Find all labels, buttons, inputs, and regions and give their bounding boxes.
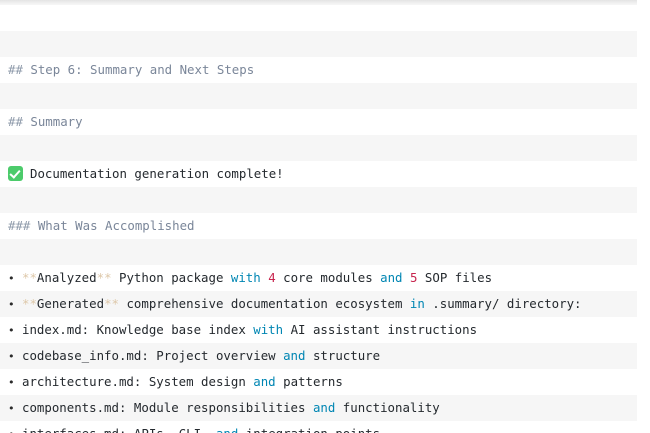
file-codebase-info-pre: codebase_info.md: Project overview	[22, 348, 284, 363]
file-architecture-pre: architecture.md: System design	[22, 374, 254, 389]
keyword-and: and	[283, 348, 306, 363]
analyzed-seg4	[403, 270, 410, 285]
heading-summary: ## Summary	[0, 57, 650, 129]
analyzed-seg3: core modules	[275, 270, 381, 285]
bullet-marker: •	[8, 422, 22, 433]
file-components-post: functionality	[335, 400, 440, 415]
list-item-analyzed: • **Analyzed** Python package with 4 core…	[0, 213, 650, 285]
analyzed-bold-text: Analyzed	[36, 270, 97, 285]
file-interfaces-pre: interfaces.md: APIs, CLI,	[22, 426, 216, 433]
keyword-with: with	[253, 322, 284, 337]
markdown-document: ## Step 6: Summary and Next Steps ## Sum…	[0, 5, 650, 433]
bullet-marker: •	[8, 376, 15, 389]
list-item-generated: •**Generated** comprehensive documentati…	[0, 239, 650, 311]
file-interfaces-post: integration points	[238, 426, 380, 433]
list-item-file-data-models: •data_models.md: SOP format and data str…	[0, 395, 650, 421]
bullet-marker: •	[8, 298, 15, 311]
bullet-marker: •	[8, 272, 15, 285]
analyzed-seg5: SOP files	[417, 270, 493, 285]
keyword-and: and	[216, 426, 238, 433]
list-item-file-index: • index.md: Knowledge base index with AI …	[0, 265, 650, 337]
keyword-and: and	[380, 270, 403, 285]
file-architecture-post: patterns	[275, 374, 343, 389]
generated-bold-text: Generated	[36, 296, 105, 311]
spacer-row-3	[0, 135, 650, 161]
file-index-post: AI assistant instructions	[283, 322, 478, 337]
file-codebase-info-post: structure	[305, 348, 381, 363]
bold-open-marker: **	[22, 270, 37, 285]
list-item-file-architecture: • architecture.md: System design and patt…	[0, 317, 650, 389]
top-edge-strip	[0, 0, 637, 5]
spacer-row-4	[0, 187, 650, 213]
heading-step6-hashes: ##	[8, 62, 23, 77]
status-callout-text: Documentation generation complete!	[30, 166, 284, 181]
spacer-row-1	[0, 31, 650, 57]
heading-step6: ## Step 6: Summary and Next Steps	[0, 5, 650, 77]
heading-what-was-accomplished: ### What Was Accomplished	[0, 161, 650, 233]
heading-summary-hashes: ##	[8, 114, 23, 129]
keyword-and: and	[312, 400, 336, 415]
bold-close-marker: **	[96, 270, 112, 285]
analyzed-seg1: Python package	[111, 270, 231, 285]
spacer-row-2	[0, 83, 650, 109]
bold-close-marker: **	[104, 296, 119, 311]
heading-summary-text: Summary	[22, 114, 83, 129]
keyword-in: in	[409, 296, 425, 311]
bullet-marker: •	[8, 324, 15, 337]
generated-seg1: comprehensive documentation ecosystem	[118, 296, 410, 311]
bullet-marker: •	[8, 402, 15, 415]
bullet-marker: •	[8, 350, 15, 363]
generated-seg2: .summary/ directory:	[424, 296, 582, 311]
file-components-pre: components.md: Module responsibilities	[22, 400, 313, 415]
heading-accomplished-text: What Was Accomplished	[30, 218, 195, 233]
heading-step6-text: Step 6: Summary and Next Steps	[22, 62, 255, 77]
list-item-file-components: •components.md: Module responsibilities …	[0, 343, 650, 415]
list-item-file-interfaces: •interfaces.md: APIs, CLI, and integrati…	[0, 369, 650, 433]
bold-open-marker: **	[22, 296, 37, 311]
list-item-file-codebase-info: •codebase_info.md: Project overview and …	[0, 291, 650, 363]
number-4: 4	[268, 270, 276, 285]
status-callout-row: Documentation generation complete!	[0, 109, 650, 181]
keyword-and: and	[253, 374, 276, 389]
keyword-with: with	[230, 270, 261, 285]
file-index-pre: index.md: Knowledge base index	[22, 322, 254, 337]
white-heavy-check-mark-icon	[8, 166, 23, 181]
number-5: 5	[409, 270, 418, 285]
heading-accomplished-hashes: ###	[8, 218, 31, 233]
